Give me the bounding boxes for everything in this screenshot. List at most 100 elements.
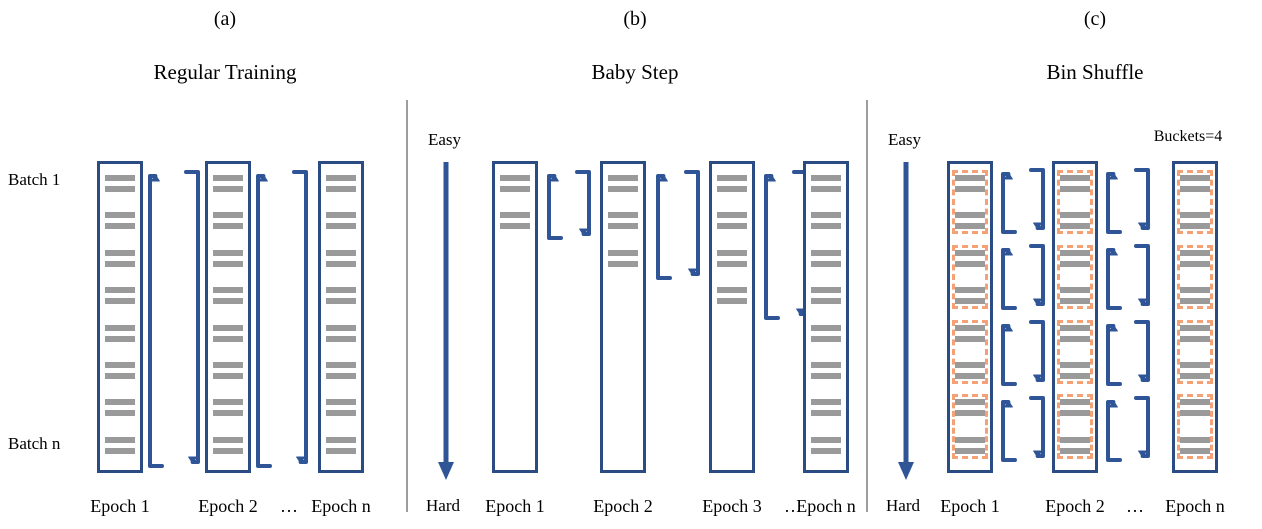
batch-bar (1060, 362, 1090, 368)
difficulty-arrow-b (434, 162, 458, 480)
epoch-loop-connector (999, 168, 1047, 234)
batch-bar (1060, 410, 1090, 417)
batch-bar (326, 335, 356, 342)
epoch-label-b-n: Epoch n (796, 496, 856, 516)
batch-bar (1060, 249, 1090, 256)
batch-bar (326, 212, 356, 219)
batch-bar (326, 260, 356, 267)
batch-bar (213, 249, 243, 256)
epoch-bucket-connectors (999, 168, 1047, 472)
batch-bar (105, 436, 135, 443)
batch-bar (213, 362, 243, 368)
epoch-column-box[interactable] (709, 161, 755, 473)
loop-bracket (1106, 168, 1150, 234)
batch-bar (955, 212, 985, 219)
batch-bar (105, 223, 135, 230)
batch-bar (326, 362, 356, 368)
batch-bar (105, 249, 135, 256)
epoch-loop-connector (999, 244, 1047, 310)
epoch-column-box[interactable] (97, 161, 143, 473)
batch-bar (955, 175, 985, 181)
epoch-loop-connector (1104, 396, 1152, 462)
batch-bar (955, 287, 985, 294)
epoch-loop-connector (254, 170, 310, 468)
batch-bar (811, 212, 841, 219)
epoch-loop-connector (146, 170, 202, 468)
batch-bar (811, 298, 841, 305)
epoch-column-box[interactable] (205, 161, 251, 473)
batch-bar (1060, 212, 1090, 219)
batch-bar (213, 298, 243, 305)
batch-bar (326, 410, 356, 417)
buckets-count-label: Buckets=4 (1153, 128, 1223, 145)
batch-bar (955, 223, 985, 230)
batch-bar (955, 399, 985, 406)
batch-bar (105, 335, 135, 342)
batch-bar (811, 335, 841, 342)
batch-bar (811, 223, 841, 230)
batch-bar (500, 186, 530, 192)
batch-bar (326, 287, 356, 294)
batch-bar (1060, 436, 1090, 443)
epoch-column-box[interactable] (492, 161, 538, 473)
batch-bar (717, 298, 747, 305)
epoch-column-box[interactable] (803, 161, 849, 473)
epoch-column-box[interactable] (1172, 161, 1218, 473)
batch-first-label: Batch 1 (8, 170, 61, 189)
epoch-label-b-2: Epoch 2 (593, 496, 653, 516)
batch-bar (105, 175, 135, 181)
panel-c-title: Bin Shuffle (1046, 60, 1144, 84)
batch-bar (608, 223, 638, 230)
loop-bracket (1001, 396, 1045, 462)
batch-bar (811, 287, 841, 294)
batch-bar (213, 399, 243, 406)
epoch-loop-connector (1104, 168, 1152, 234)
batch-bar (105, 410, 135, 417)
batch-bar (955, 447, 985, 454)
epoch-column-box[interactable] (947, 161, 993, 473)
batch-bar (1180, 447, 1210, 454)
difficulty-easy-label-b: Easy (428, 130, 462, 149)
batch-bar (326, 373, 356, 379)
batch-bar (1180, 186, 1210, 192)
batch-bar (105, 447, 135, 454)
batch-bar (717, 260, 747, 267)
difficulty-hard-label-c: Hard (886, 496, 920, 515)
epoch-loop-connector (999, 396, 1047, 462)
epoch-column-box[interactable] (600, 161, 646, 473)
epoch-column-box[interactable] (318, 161, 364, 473)
epoch-label-a-n: Epoch n (311, 496, 371, 516)
batch-bar (811, 399, 841, 406)
batch-bar (1180, 260, 1210, 267)
batch-bar (811, 260, 841, 267)
batch-bar (500, 175, 530, 181)
batch-bar (1180, 287, 1210, 294)
batch-bar (213, 212, 243, 219)
difficulty-easy-label-c: Easy (888, 130, 922, 149)
batch-bar (1060, 335, 1090, 342)
batch-bar (105, 212, 135, 219)
batch-bar (955, 249, 985, 256)
batch-bar (1060, 287, 1090, 294)
batch-bar (213, 287, 243, 294)
difficulty-hard-label-b: Hard (426, 496, 460, 515)
epoch-loop-connector (1104, 244, 1152, 310)
batch-bar (955, 362, 985, 368)
batch-bar (213, 175, 243, 181)
epoch-label-a-2: Epoch 2 (198, 496, 258, 516)
batch-bar (1060, 373, 1090, 379)
loop-bracket (1001, 244, 1045, 310)
epoch-ellipsis-b: … (784, 496, 802, 516)
batch-bar (1060, 260, 1090, 267)
batch-bar (105, 298, 135, 305)
batch-bar (717, 223, 747, 230)
batch-bar (105, 186, 135, 192)
batch-bar (326, 186, 356, 192)
panel-c-letter: (c) (1083, 8, 1107, 30)
down-arrow-icon (898, 162, 914, 480)
batch-bar (1180, 399, 1210, 406)
epoch-column-box[interactable] (1052, 161, 1098, 473)
batch-bar (1060, 186, 1090, 192)
loop-bracket (1001, 168, 1045, 234)
